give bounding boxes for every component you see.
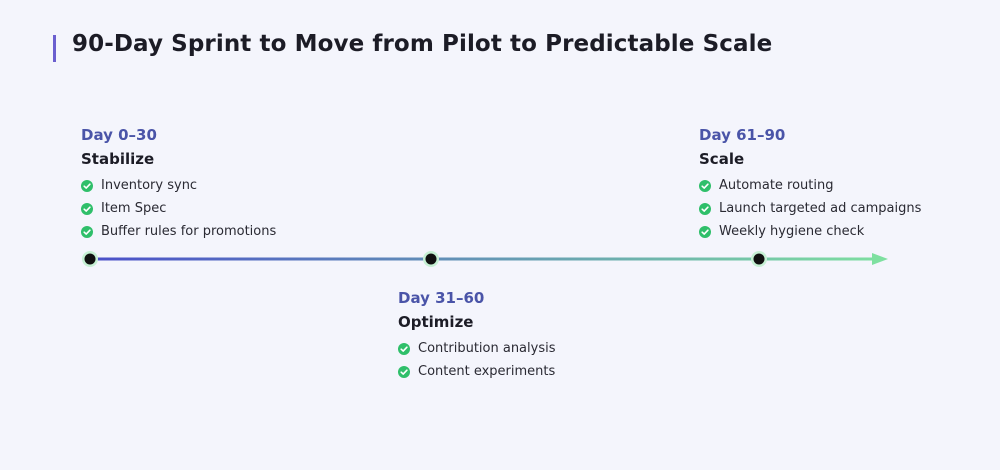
task-label: Item Spec bbox=[101, 201, 167, 216]
check-circle-icon bbox=[699, 202, 711, 215]
task-item: Launch targeted ad campaigns bbox=[699, 197, 921, 220]
check-circle-icon bbox=[81, 202, 93, 215]
task-item: Buffer rules for promotions bbox=[81, 220, 276, 243]
phase-name: Optimize bbox=[398, 313, 474, 331]
phase-optimize: Day 31–60 Optimize Contribution analysis… bbox=[398, 288, 555, 383]
phase-task-list: Inventory sync Item Spec Buffer rules fo… bbox=[81, 174, 276, 243]
milestone-marker-2 bbox=[423, 251, 439, 267]
task-item: Automate routing bbox=[699, 174, 921, 197]
phase-days-label: Day 31–60 bbox=[398, 289, 485, 307]
task-label: Automate routing bbox=[719, 178, 834, 193]
milestone-marker-1 bbox=[82, 251, 98, 267]
task-item: Item Spec bbox=[81, 197, 276, 220]
check-circle-icon bbox=[398, 365, 410, 378]
task-item: Contribution analysis bbox=[398, 337, 555, 360]
task-label: Contribution analysis bbox=[418, 341, 556, 356]
timeline-arrowhead bbox=[872, 253, 888, 265]
task-label: Weekly hygiene check bbox=[719, 224, 865, 239]
phase-stabilize: Day 0–30 Stabilize Inventory sync Item S… bbox=[81, 125, 276, 243]
task-label: Buffer rules for promotions bbox=[101, 224, 277, 239]
check-circle-icon bbox=[81, 225, 93, 238]
phase-task-list: Automate routing Launch targeted ad camp… bbox=[699, 174, 921, 243]
phase-days-label: Day 0–30 bbox=[81, 126, 157, 144]
phase-task-list: Contribution analysis Content experiment… bbox=[398, 337, 555, 383]
milestone-marker-3 bbox=[751, 251, 767, 267]
title-accent-bar bbox=[53, 35, 56, 62]
page-title: 90-Day Sprint to Move from Pilot to Pred… bbox=[72, 31, 773, 57]
phase-scale: Day 61–90 Scale Automate routing Launch … bbox=[699, 125, 921, 243]
task-label: Launch targeted ad campaigns bbox=[719, 201, 922, 216]
phase-days-label: Day 61–90 bbox=[699, 126, 786, 144]
check-circle-icon bbox=[699, 225, 711, 238]
task-label: Inventory sync bbox=[101, 178, 198, 193]
check-circle-icon bbox=[81, 179, 93, 192]
task-item: Content experiments bbox=[398, 360, 555, 383]
task-item: Inventory sync bbox=[81, 174, 276, 197]
phase-name: Stabilize bbox=[81, 150, 155, 168]
check-circle-icon bbox=[398, 342, 410, 355]
phase-name: Scale bbox=[699, 150, 745, 168]
task-label: Content experiments bbox=[418, 364, 556, 379]
check-circle-icon bbox=[699, 179, 711, 192]
task-item: Weekly hygiene check bbox=[699, 220, 921, 243]
